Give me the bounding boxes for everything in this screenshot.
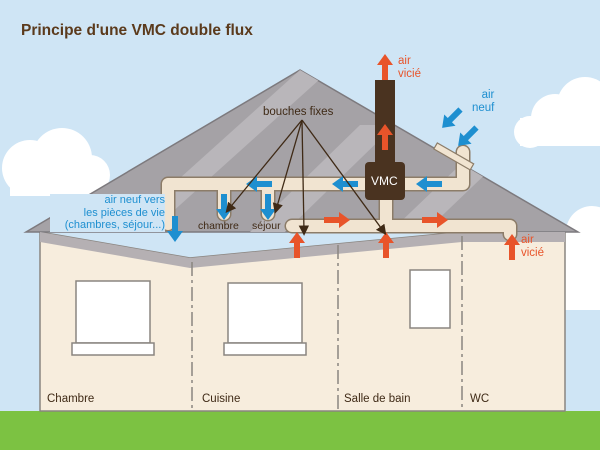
label-chambre: chambre [198,220,239,232]
arrow-up-icon [377,54,393,80]
label-air-neuf-pieces: air neuf vers les pièces de vie (chambre… [50,194,165,232]
window-cuisine [223,282,307,356]
label-air-neuf: air neuf [472,89,495,115]
window-chambre [71,280,155,356]
room-label-salle-de-bain: Salle de bain [344,393,411,405]
label-air-vicie-right: air vicié [521,234,545,260]
fresh-air-inlet-arrow-icon [458,125,479,146]
arrow-down-icon [260,194,276,220]
arrow-down-icon [167,216,183,242]
diagram-title: Principe d'une VMC double flux [21,22,253,39]
label-sejour: séjour [252,220,281,232]
bouches-fixes-leaders [225,119,387,236]
arrow-left-icon [332,176,358,192]
room-dividers [191,236,463,410]
chimney-exhaust-duct [375,80,395,165]
attic-floor [40,232,565,268]
cloud-left-icon [2,128,110,196]
arrow-left-icon [416,176,442,192]
room-label-wc: WC [470,393,490,405]
fresh-air-inlet-arrow-icon [442,107,463,128]
fresh-air-arrows [167,107,479,242]
stale-air-arrows [289,54,520,260]
label-bouches-fixes: bouches fixes [263,106,334,118]
arrow-up-icon [378,232,394,258]
arrow-up-icon [289,232,305,258]
arrow-down-icon [216,194,232,220]
room-label-chambre: Chambre [47,393,95,405]
label-air-vicie-top: air vicié [398,55,422,81]
arrow-right-icon [422,212,448,228]
vmc-unit [365,162,405,200]
window-salle-de-bain [409,269,451,329]
room-label-cuisine: Cuisine [202,393,241,405]
vmc-unit-label: VMC [371,174,398,188]
roof-grille [432,142,475,171]
arrow-up-icon [377,124,393,150]
cloud-right-top-icon [514,77,600,148]
arrow-up-icon [504,234,520,260]
grass [0,411,600,450]
arrow-right-icon [324,212,350,228]
